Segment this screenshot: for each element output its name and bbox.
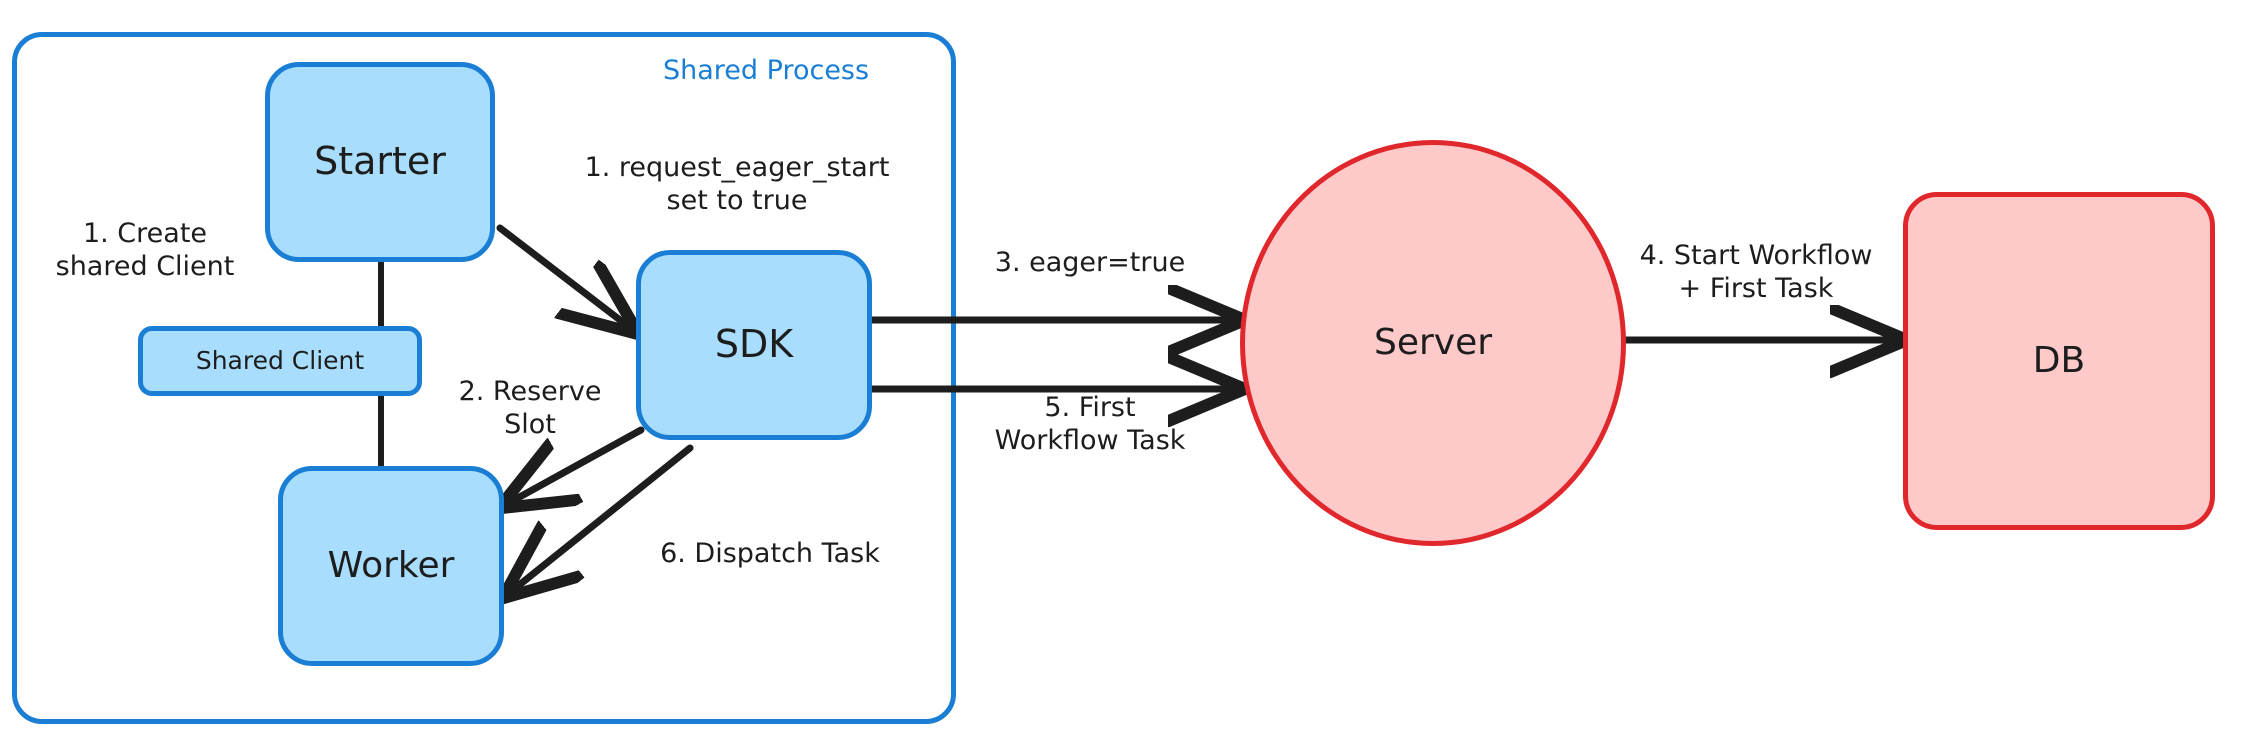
edge-label-first-workflow-task: 5. First Workflow Task xyxy=(994,392,1186,456)
node-db-label: DB xyxy=(2032,340,2086,382)
node-worker[interactable]: Worker xyxy=(278,466,504,666)
node-server-label: Server xyxy=(1373,322,1493,364)
shared-process-label: Shared Process xyxy=(663,55,870,86)
shared-process-container xyxy=(12,32,956,724)
edge-label-request-eager-start: 1. request_eager_start set to true xyxy=(584,152,890,216)
edge-label-create-shared-client: 1. Create shared Client xyxy=(55,218,235,282)
node-sdk-label: SDK xyxy=(714,322,794,367)
node-sdk[interactable]: SDK xyxy=(636,250,872,440)
node-server[interactable]: Server xyxy=(1240,140,1626,546)
edge-label-eager-true: 3. eager=true xyxy=(994,247,1186,278)
node-shared-client-label: Shared Client xyxy=(195,345,365,375)
node-shared-client[interactable]: Shared Client xyxy=(138,326,422,396)
node-db[interactable]: DB xyxy=(1903,192,2215,530)
node-starter-label: Starter xyxy=(314,139,446,184)
edge-label-start-workflow: 4. Start Workflow + First Task xyxy=(1639,240,1873,304)
node-starter[interactable]: Starter xyxy=(265,62,495,262)
edge-label-reserve-slot: 2. Reserve Slot xyxy=(458,376,602,440)
edge-label-dispatch-task: 6. Dispatch Task xyxy=(660,538,880,569)
node-worker-label: Worker xyxy=(327,545,455,587)
